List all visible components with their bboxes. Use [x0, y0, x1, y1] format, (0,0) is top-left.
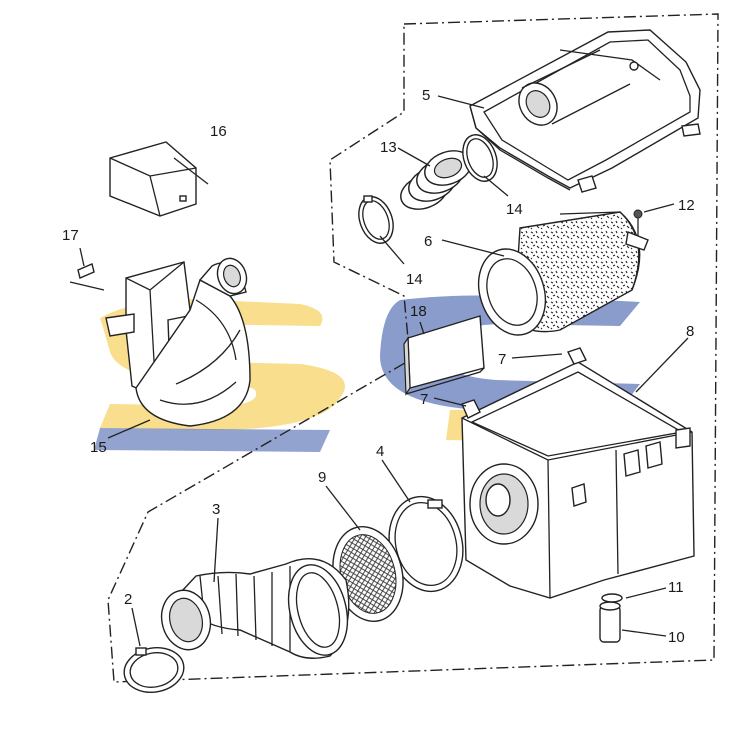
filter-element-part-6: [477, 211, 649, 336]
callout-7-upper: 7: [498, 351, 506, 368]
bolt-part-17: [69, 263, 105, 291]
callout-11: 11: [668, 579, 684, 596]
rubber-cap-part-16: [109, 141, 197, 217]
callout-13: 13: [380, 139, 397, 156]
filter-cover-part-5: [469, 29, 701, 193]
callout-7-lower: 7: [420, 391, 428, 408]
callout-18: 18: [410, 303, 427, 320]
hose-clamp-part-14-lower: [358, 195, 394, 244]
callout-5: 5: [422, 87, 430, 104]
callout-6: 6: [424, 233, 432, 250]
drain-valve-part-10: [599, 601, 621, 643]
callout-17: 17: [62, 227, 79, 244]
assembly-boundary-line: [107, 13, 719, 683]
intake-elbow-part-3: [160, 557, 350, 659]
callout-4: 4: [376, 443, 384, 460]
hose-clamp-part-2: [123, 647, 185, 693]
callout-12: 12: [678, 197, 695, 214]
callout-8: 8: [686, 323, 694, 340]
callout-labels: 5 13 14 14 12 6 18 7 7 8 16 17 15 9 4 3 …: [62, 87, 695, 646]
filter-housing-part-8: [461, 347, 695, 599]
callout-3: 3: [212, 501, 220, 518]
duct-assembly-part-15: [105, 257, 251, 427]
leader-lines: [79, 95, 689, 647]
callout-9: 9: [318, 469, 326, 486]
callout-10: 10: [668, 629, 685, 646]
clip-part-11: [601, 593, 623, 603]
hose-clamp-part-14-upper: [462, 134, 498, 182]
callout-16: 16: [210, 123, 227, 140]
screw-part-12: [633, 209, 643, 236]
callout-15: 15: [90, 439, 107, 456]
mesh-screen-part-9: [332, 526, 404, 622]
callout-14-upper: 14: [506, 201, 523, 218]
callout-2: 2: [124, 591, 132, 608]
callout-14-lower: 14: [406, 271, 423, 288]
sponge-part-18: [403, 315, 485, 396]
